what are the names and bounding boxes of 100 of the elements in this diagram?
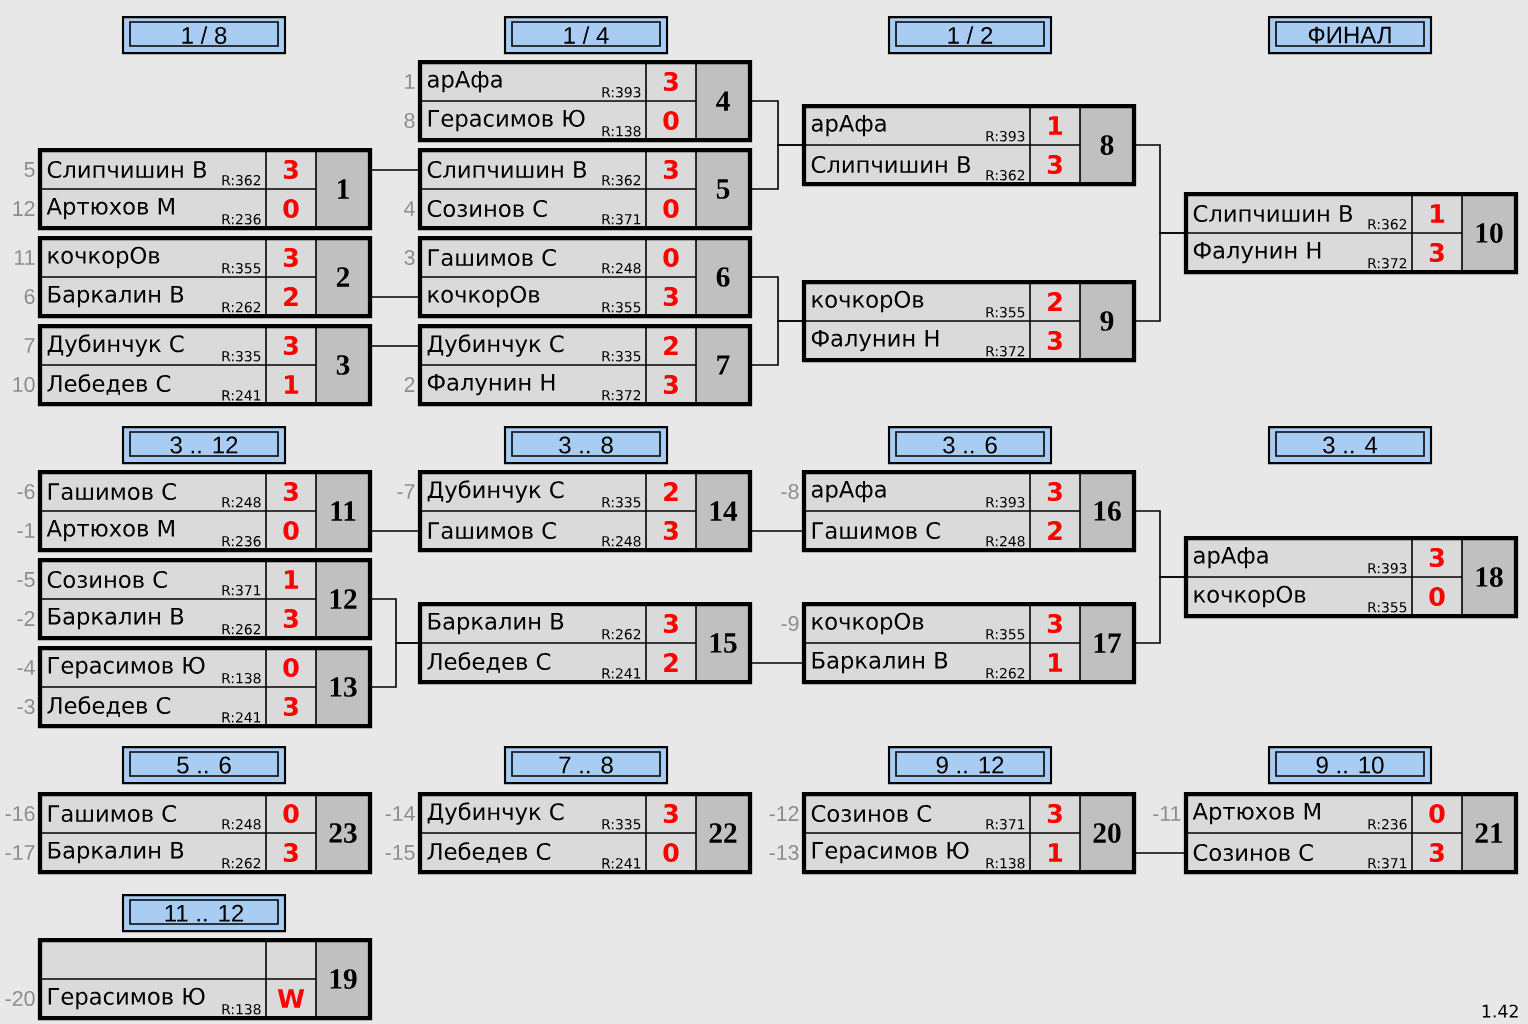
match-number: 1 xyxy=(338,179,349,199)
player-name: Герасимов Ю xyxy=(812,841,969,864)
player-name: Слипчишин В xyxy=(811,155,970,174)
score: 3 xyxy=(283,247,298,268)
player-name: Фалунин Н xyxy=(811,329,939,352)
match-number: 10 xyxy=(1476,223,1503,243)
player-name: Дубинчук С xyxy=(427,480,564,503)
player-name: арАфа xyxy=(1193,546,1268,569)
match-box xyxy=(417,147,753,231)
match-number: 23 xyxy=(329,823,357,843)
score: 0 xyxy=(283,198,299,219)
player-name: Герасимов Ю xyxy=(48,987,205,1010)
match-box xyxy=(37,323,373,407)
seed-number: -17 xyxy=(5,845,35,860)
seed-number: 5 xyxy=(24,162,35,177)
seed-number: -11 xyxy=(1153,806,1181,821)
seed-number: -13 xyxy=(769,844,799,861)
match-number: 9 xyxy=(1100,311,1114,331)
score: 2 xyxy=(1048,292,1062,311)
connector-line xyxy=(1133,576,1187,644)
score: 1 xyxy=(285,375,299,394)
score: 3 xyxy=(1047,154,1062,175)
player-name: Созинов С xyxy=(427,199,547,218)
round-header: 1 / 4 xyxy=(503,16,669,55)
seed-number: 6 xyxy=(24,288,35,305)
player-name: Баркалин В xyxy=(48,285,184,308)
player-name: Созинов С xyxy=(1193,843,1313,862)
connector-line xyxy=(1133,852,1187,854)
seed-number: -2 xyxy=(17,611,35,626)
match-number: 21 xyxy=(1475,823,1503,843)
score: 3 xyxy=(1047,803,1062,824)
player-name: кочкорОв xyxy=(1194,585,1306,608)
match-box xyxy=(417,235,753,319)
connector-line xyxy=(749,662,805,664)
seed-number: -9 xyxy=(781,615,799,632)
score: 1 xyxy=(1431,204,1445,223)
match-box xyxy=(37,147,373,231)
player-name: арАфа xyxy=(811,480,886,503)
player-name: Дубинчук С xyxy=(47,334,184,357)
match-box xyxy=(801,103,1137,187)
score: 1 xyxy=(1049,653,1063,672)
round-header: ФИНАЛ xyxy=(1267,16,1433,55)
score: 3 xyxy=(663,803,678,824)
seed-number: -1 xyxy=(17,523,35,538)
player-name: Артюхов М xyxy=(46,197,174,220)
connector-line xyxy=(1133,232,1187,322)
match-box xyxy=(801,469,1137,553)
seed-number: -20 xyxy=(5,990,35,1007)
player-name: Слипчишин В xyxy=(47,160,206,179)
player-name: кочкорОв xyxy=(812,290,924,313)
score: 3 xyxy=(283,481,298,502)
connector-line xyxy=(369,345,421,347)
score: 2 xyxy=(284,287,298,306)
score: 3 xyxy=(663,159,678,180)
score: W xyxy=(277,989,305,1008)
match-number: 2 xyxy=(336,267,350,287)
player-name: Дубинчук С xyxy=(427,802,564,825)
match-box xyxy=(417,59,753,143)
seed-number: -6 xyxy=(17,483,35,500)
seed-number: 10 xyxy=(13,376,35,393)
score: 0 xyxy=(1429,803,1445,824)
match-number: 6 xyxy=(716,267,730,287)
match-number: 11 xyxy=(331,501,356,521)
seed-number: 2 xyxy=(404,377,415,392)
seed-number: -8 xyxy=(781,483,799,500)
score: 3 xyxy=(283,842,298,863)
round-header: 1 / 8 xyxy=(121,16,287,55)
seed-number: -5 xyxy=(17,572,35,587)
seed-number: 7 xyxy=(24,338,35,353)
connector-line xyxy=(749,320,805,366)
connector-line xyxy=(369,169,421,171)
player-name: Созинов С xyxy=(811,804,931,823)
score: 3 xyxy=(663,71,678,92)
seed-number: -12 xyxy=(769,806,799,821)
match-box xyxy=(417,323,753,407)
player-name: арАфа xyxy=(427,70,502,93)
connector-line xyxy=(369,530,421,532)
version-number: 1.42 xyxy=(1482,1004,1518,1018)
player-name: Баркалин В xyxy=(812,651,948,674)
match-box xyxy=(1183,191,1519,275)
player-name: Фалунин Н xyxy=(427,373,555,396)
round-header: 5 .. 6 xyxy=(121,746,287,785)
seed-number: 1 xyxy=(405,74,415,89)
match-number: 14 xyxy=(710,501,738,521)
seed-number: 8 xyxy=(404,112,415,129)
match-box xyxy=(417,601,753,685)
player-name: Герасимов Ю xyxy=(48,656,205,679)
player-name: кочкорОв xyxy=(48,246,160,269)
score: 3 xyxy=(663,286,678,307)
round-header: 3 .. 12 xyxy=(121,426,287,465)
connector-line xyxy=(749,144,805,190)
player-name: Гашимов С xyxy=(812,521,940,540)
score: 3 xyxy=(1047,330,1062,351)
round-header: 3 .. 8 xyxy=(503,426,669,465)
score: 0 xyxy=(283,803,299,824)
player-name: кочкорОв xyxy=(812,612,924,635)
match-box xyxy=(801,601,1137,685)
match-number: 3 xyxy=(336,355,350,375)
seed-number: -3 xyxy=(17,698,35,715)
score: 0 xyxy=(663,110,679,131)
